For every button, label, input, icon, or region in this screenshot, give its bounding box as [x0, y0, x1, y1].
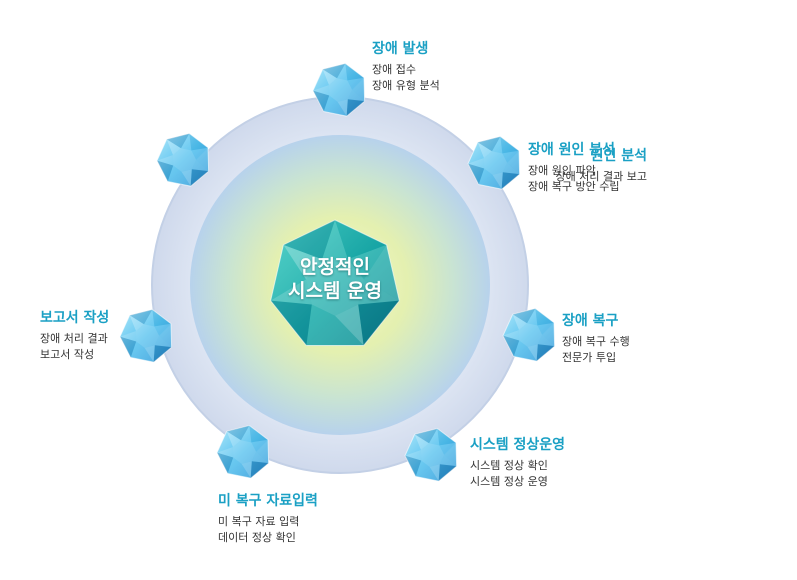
center-gem-icon — [270, 219, 400, 346]
step-detail: 장애 처리 결과 — [40, 332, 108, 345]
step-title: 원인 분석 — [590, 148, 647, 164]
step-detail: 전문가 투입 — [562, 351, 617, 364]
step-detail: 장애 유형 분석 — [372, 79, 440, 92]
step-detail: 시스템 정상 확인 — [470, 459, 548, 472]
step-detail: 장애 복구 방안 수립 — [528, 180, 620, 193]
center-line-1: 안정적인 — [300, 256, 370, 278]
step-title: 시스템 정상운영 — [470, 437, 566, 453]
step-detail: 장애 복구 수행 — [562, 335, 630, 348]
step-4-gem-icon — [404, 427, 458, 482]
step-title: 장애 복구 — [562, 313, 619, 329]
step-title: 보고서 작성 — [40, 310, 110, 326]
step-detail: 데이터 정상 확인 — [218, 531, 296, 544]
step-detail: 시스템 정상 운영 — [470, 475, 548, 488]
step-detail: 장애 접수 — [372, 63, 416, 76]
step-detail: 미 복구 자료 입력 — [218, 515, 300, 528]
step-6-gem-icon — [119, 308, 173, 363]
step-7-gem-icon — [156, 132, 210, 187]
center-line-2: 시스템 운영 — [287, 280, 382, 302]
step-detail: 장애 처리 결과 보고 — [555, 170, 647, 183]
step-title: 장애 발생 — [372, 41, 429, 57]
step-5-gem-icon — [216, 424, 270, 479]
step-1-gem-icon — [312, 62, 366, 117]
step-detail: 장애 원인 파악 — [528, 164, 596, 177]
step-title: 미 복구 자료입력 — [218, 493, 318, 509]
step-title: 장애 원인 분석 — [528, 142, 616, 158]
step-detail: 보고서 작성 — [40, 348, 95, 361]
step-3-gem-icon — [502, 307, 556, 362]
step-2-gem-icon — [467, 135, 521, 190]
center-title: 안정적인 시스템 운영 — [270, 255, 400, 303]
